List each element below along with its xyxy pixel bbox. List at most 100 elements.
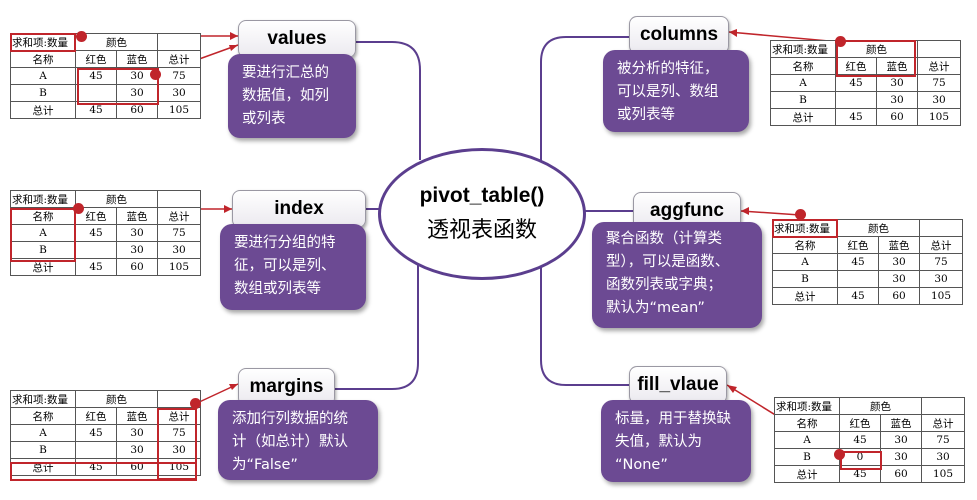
node-values-label: values	[238, 20, 356, 58]
table-cell: 105	[917, 108, 961, 126]
node-values-desc: 要进行汇总的 数据值，如列 或列表	[228, 54, 356, 138]
desc-line: 计（如总计）默认	[232, 434, 348, 450]
table-cell: 75	[919, 253, 963, 271]
table-column-header: 名称	[774, 414, 840, 432]
table-empty-cell	[921, 397, 965, 415]
table-cell: 75	[157, 424, 201, 442]
highlight-values-header	[10, 33, 76, 52]
table-cell: 总计	[772, 287, 838, 305]
pointer-dot-fill-value	[834, 449, 845, 460]
connector-columns	[540, 36, 629, 164]
desc-line: 征，可以是列、	[234, 258, 336, 274]
table-cell: 30	[116, 441, 158, 459]
pointer-dot-margins	[190, 398, 201, 409]
desc-line: 失值，默认为	[615, 434, 702, 450]
table-column-row: 名称红色蓝色总计	[10, 50, 201, 68]
table-cell: 30	[116, 424, 158, 442]
table-cell: 75	[921, 431, 965, 449]
table-cell: B	[770, 91, 836, 109]
table-cell: 45	[75, 258, 117, 276]
desc-line: 数组或列表等	[234, 281, 321, 297]
table-cell: 75	[917, 74, 961, 92]
connector-values	[356, 41, 421, 160]
arrowhead-values	[230, 32, 238, 40]
highlight-index-column	[10, 208, 76, 262]
table-cell	[75, 441, 117, 459]
table-cell: 60	[116, 258, 158, 276]
table-cell	[835, 91, 877, 109]
table-cell: 105	[921, 465, 965, 483]
table-cell: 总计	[10, 101, 76, 119]
table-cell: 45	[839, 431, 881, 449]
table-cell: 105	[919, 287, 963, 305]
table-cell: 30	[880, 448, 922, 466]
table-cell: B	[774, 448, 840, 466]
arrowhead-columns	[729, 29, 737, 37]
table-value-label: 求和项:数量	[10, 190, 76, 208]
desc-line: 数据值，如列	[242, 88, 329, 104]
highlight-columns-header	[836, 40, 916, 77]
table-cell: B	[10, 441, 76, 459]
table-column-row: 名称红色蓝色总计	[772, 236, 963, 254]
table-cell: 30	[876, 91, 918, 109]
table-header-row: 求和项:数量颜色	[10, 190, 201, 208]
table-cell: 60	[878, 287, 920, 305]
highlight-aggfunc-header	[772, 219, 838, 238]
table-header-row: 求和项:数量颜色	[774, 397, 965, 415]
table-cell: 30	[919, 270, 963, 288]
table-column-header: 红色	[837, 236, 879, 254]
table-column-header: 蓝色	[116, 407, 158, 425]
desc-line: 或列表	[242, 111, 286, 127]
table-value-label: 求和项:数量	[770, 40, 836, 58]
connector-fill-value	[540, 262, 629, 386]
table-empty-cell	[157, 190, 201, 208]
desc-line: “None”	[615, 457, 668, 473]
table-column-header: 红色	[75, 50, 117, 68]
connector-margins	[335, 262, 419, 390]
center-title: pivot_table()	[419, 184, 545, 207]
table-cell: 45	[837, 253, 879, 271]
table-column-header: 总计	[919, 236, 963, 254]
table-color-group-label: 颜色	[75, 33, 158, 51]
table-cell: 45	[75, 424, 117, 442]
desc-line: 标量，用于替换缺	[615, 411, 731, 427]
node-fill-value-label: fill_vlaue	[629, 366, 727, 404]
table-header-row: 求和项:数量颜色	[770, 40, 961, 58]
table-cell: 30	[116, 67, 158, 85]
table-empty-cell	[917, 40, 961, 58]
node-fill-value-desc: 标量，用于替换缺 失值，默认为 “None”	[601, 400, 751, 482]
table-column-header: 总计	[157, 50, 201, 68]
table-color-group-label: 颜色	[75, 190, 158, 208]
node-columns-label: columns	[629, 16, 729, 54]
table-color-group-label: 颜色	[837, 219, 920, 237]
highlight-fill-value-cell	[840, 451, 882, 470]
desc-line: 型），可以是函数、	[606, 254, 730, 270]
table-cell: 30	[116, 224, 158, 242]
table-cell: 30	[116, 241, 158, 259]
table-column-header: 名称	[770, 57, 836, 75]
arrowhead-values-2	[229, 45, 238, 51]
arrowhead-margins	[229, 384, 238, 390]
highlight-values-cells	[77, 68, 159, 105]
table-value-label: 求和项:数量	[774, 397, 840, 415]
table-column-header: 总计	[917, 57, 961, 75]
node-index-desc: 要进行分组的特 征，可以是列、 数组或列表等	[220, 224, 366, 310]
table-column-header: 红色	[75, 407, 117, 425]
table-color-group-label: 颜色	[75, 390, 158, 408]
pointer-dot-aggfunc	[795, 209, 806, 220]
desc-line: 添加行列数据的统	[232, 411, 348, 427]
table-cell: 75	[157, 67, 201, 85]
table-cell: 总计	[770, 108, 836, 126]
table-cell: 45	[837, 287, 879, 305]
